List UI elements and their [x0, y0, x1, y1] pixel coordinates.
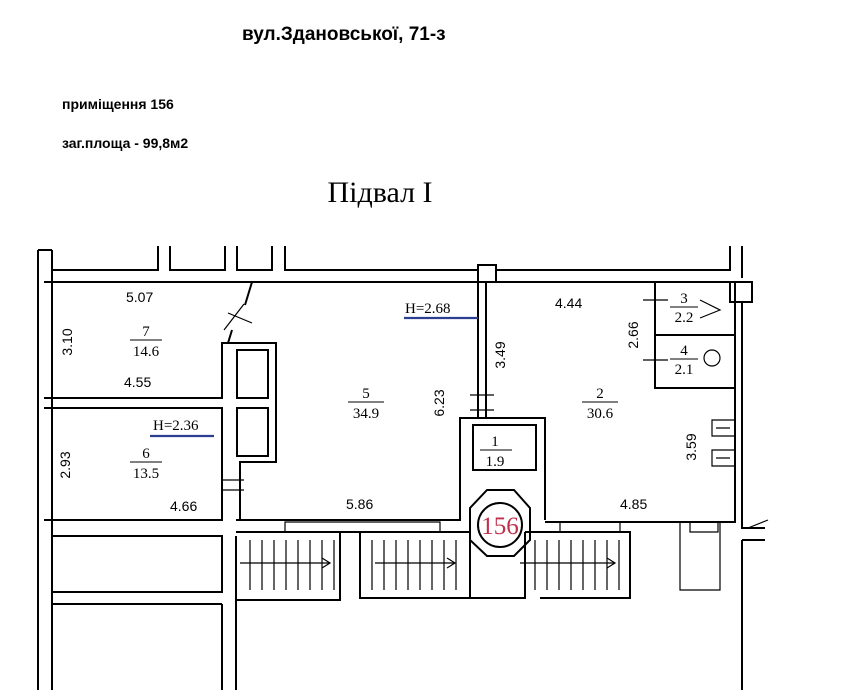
dim-r6-bottom: 4.66	[170, 498, 197, 514]
height-main: H=2.68	[405, 301, 451, 317]
dim-wc: 2.66	[625, 321, 641, 348]
room-2-area: 30.6	[587, 406, 614, 422]
room-5-number: 5	[362, 386, 370, 402]
dim-r5-right: 6.23	[431, 389, 447, 416]
plan-title: Підвал I	[327, 176, 432, 209]
room-4-number: 4	[680, 343, 688, 359]
height-room6: H=2.36	[153, 418, 199, 434]
room-6-area: 13.5	[133, 466, 159, 482]
room-2-number: 2	[596, 386, 604, 402]
premises-mark-circle	[477, 502, 523, 548]
dim-r7-top: 5.07	[126, 289, 153, 305]
walls	[37, 246, 769, 690]
dim-r7-bottom: 4.55	[124, 374, 151, 390]
room-6-number: 6	[142, 446, 150, 462]
dim-r5-bottom: 5.86	[346, 496, 373, 512]
room-4-area: 2.1	[675, 362, 694, 378]
dim-r2-right: 3.59	[683, 433, 699, 460]
address-title: вул.Здановської, 71-з	[242, 24, 446, 45]
total-area: заг.площа - 99,8м2	[62, 135, 189, 151]
room-1-number: 1	[491, 434, 499, 450]
room-3-number: 3	[680, 291, 688, 307]
premises-number: приміщення 156	[62, 96, 174, 112]
room-3-area: 2.2	[675, 310, 694, 326]
room-5-area: 34.9	[353, 406, 379, 422]
dim-r7-left: 3.10	[59, 328, 75, 355]
room-7-number: 7	[142, 324, 150, 340]
dim-r2-top: 4.44	[555, 295, 582, 311]
dim-corridor: 3.49	[492, 341, 508, 368]
room-7-area: 14.6	[133, 344, 160, 360]
dim-r2-bottom: 4.85	[620, 496, 647, 512]
dim-r6-left: 2.93	[57, 451, 73, 478]
room-1-area: 1.9	[486, 454, 505, 470]
premises-mark: 156	[481, 513, 519, 540]
